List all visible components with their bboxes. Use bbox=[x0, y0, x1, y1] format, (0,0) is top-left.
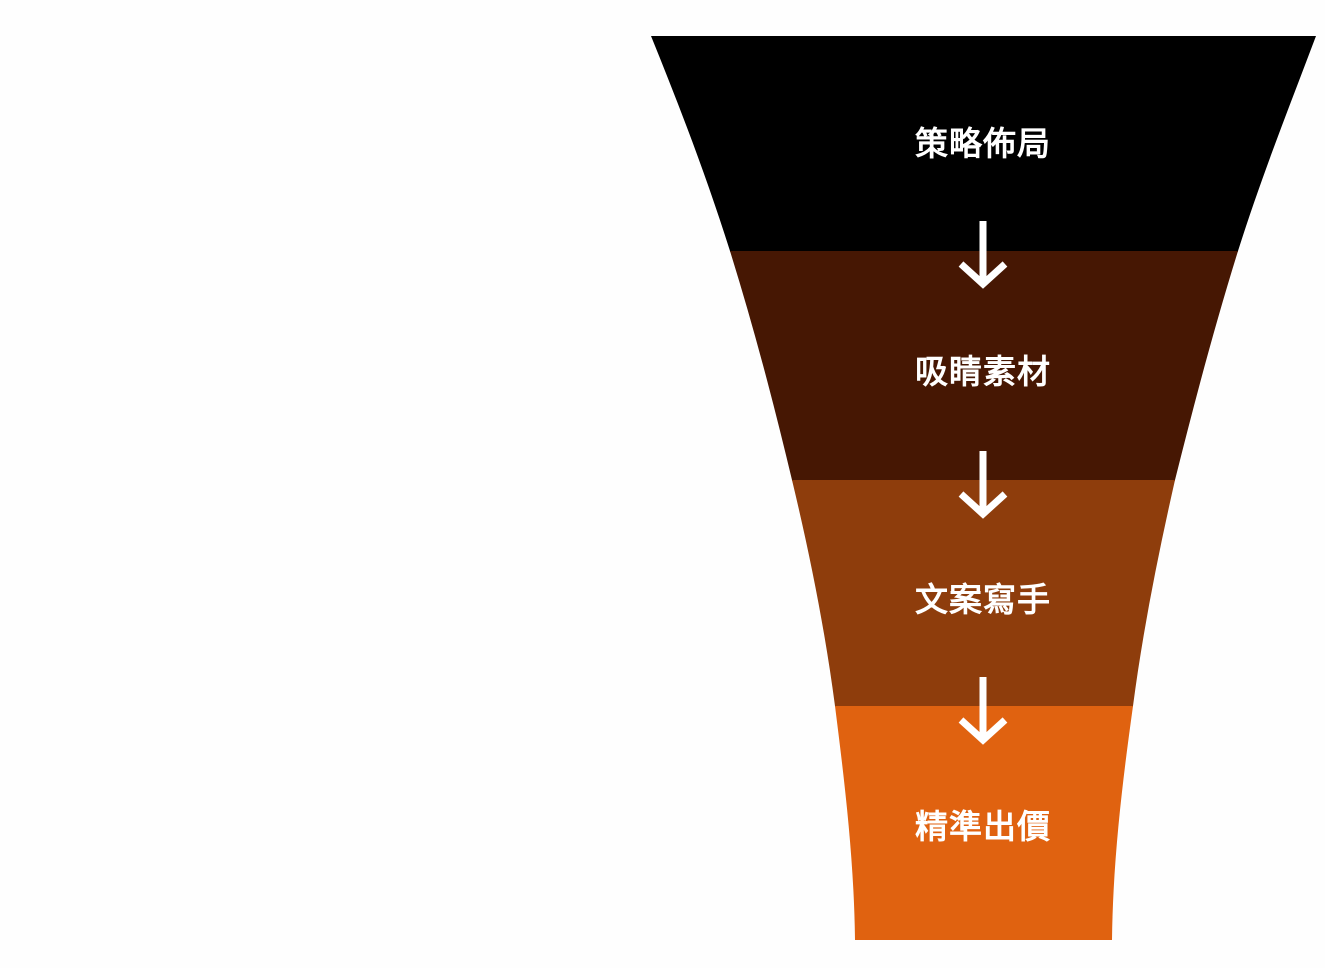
funnel-stage-2-label: 吸睛素材 bbox=[915, 352, 1051, 391]
arrow-down-icon bbox=[958, 677, 1008, 745]
arrow-down-icon bbox=[958, 451, 1008, 519]
funnel-stage-1-label: 策略佈局 bbox=[915, 124, 1051, 163]
funnel-stage-3-label: 文案寫手 bbox=[915, 580, 1051, 619]
arrow-down-icon bbox=[958, 221, 1008, 289]
funnel-stage-1-band bbox=[651, 36, 1316, 252]
funnel-stage-4-label: 精準出價 bbox=[915, 807, 1051, 846]
